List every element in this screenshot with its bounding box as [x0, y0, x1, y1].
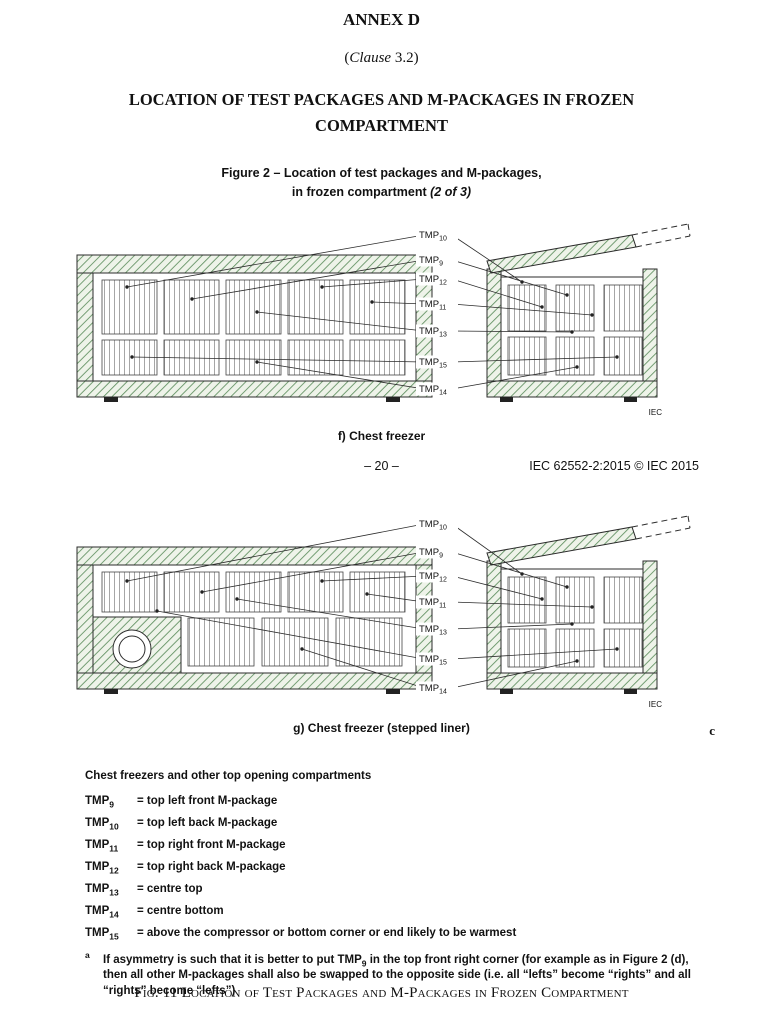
- iec-mark: IEC: [648, 700, 662, 709]
- tmp-label: TMP12: [419, 571, 447, 584]
- leader-dots: [124, 572, 619, 663]
- tmp-label: TMP14: [85, 904, 119, 920]
- right-cabinet-packages: [507, 284, 642, 376]
- left-cabinet-feet: [103, 397, 400, 403]
- clause-number: 3.2): [391, 50, 419, 66]
- legend-item-text: = top left back M-package: [137, 817, 278, 830]
- diagram-g-container: TMP10 TMP9 TMP12 TMP11 TMP13 TMP15 TMP14…: [0, 499, 763, 719]
- legend-item-text: = top right back M-package: [137, 861, 286, 874]
- tmp-label: TMP10: [419, 230, 447, 243]
- legend-footnote: a If asymmetry is such that it is better…: [85, 949, 693, 1000]
- tmp-labels: TMP10 TMP9 TMP12 TMP11 TMP13 TMP15 TMP14: [415, 517, 458, 696]
- tmp-label: TMP11: [419, 597, 446, 610]
- stray-letter: c: [709, 723, 715, 739]
- page-number: – 20 –: [364, 459, 399, 474]
- tmp-label: TMP14: [419, 683, 447, 696]
- annex-title: ANNEX D: [343, 10, 420, 29]
- legend-heading: Chest freezers and other top opening com…: [85, 770, 372, 783]
- caption-f: f) Chest freezer: [337, 429, 426, 444]
- right-cabinet-feet: [499, 689, 637, 695]
- leader-lines: [126, 523, 617, 689]
- tmp-label: TMP14: [419, 384, 447, 397]
- chest-freezer-diagram-f: TMP10 TMP9 TMP12 TMP11 TMP13 TMP15 TMP14…: [76, 223, 690, 417]
- figure-title-line1: Figure 2 – Location of test packages and…: [221, 165, 542, 180]
- left-cabinet-packages: [101, 571, 405, 667]
- legend-item: TMP14 = centre bottom: [85, 904, 693, 919]
- legend-item: TMP12 = top right back M-package: [85, 860, 693, 875]
- tmp-label: TMP11: [419, 299, 446, 312]
- tmp-labels: TMP10 TMP9 TMP12 TMP11 TMP13 TMP15 TMP14: [415, 228, 458, 397]
- tmp-label: TMP12: [85, 861, 119, 876]
- tmp-label: TMP12: [419, 274, 447, 287]
- legend-item: TMP9 = top left front M-package: [85, 794, 693, 809]
- footnote-marker: a: [85, 949, 90, 960]
- chest-freezer-diagram-g: TMP10 TMP9 TMP12 TMP11 TMP13 TMP15 TMP14…: [76, 515, 690, 709]
- tmp-label: TMP10: [85, 817, 119, 832]
- caption-g: g) Chest freezer (stepped liner) c: [293, 721, 715, 739]
- tmp-label: TMP15: [419, 357, 447, 370]
- left-cabinet-feet: [103, 689, 400, 695]
- tmp-label: TMP11: [85, 839, 119, 854]
- iec-mark: IEC: [648, 408, 662, 417]
- leader-lines: [126, 234, 617, 390]
- document-reference: IEC 62552-2:2015 © IEC 2015: [529, 459, 699, 474]
- clause-open: (: [344, 50, 350, 66]
- clause-line: (Clause 3.2): [0, 50, 763, 67]
- legend-item: TMP11 = top right front M-package: [85, 838, 693, 853]
- compressor-icon: [118, 635, 145, 663]
- figure-title: Figure 2 – Location of test packages and…: [0, 164, 763, 202]
- legend-item-text: = top left front M-package: [137, 795, 278, 808]
- legend-item-text: = centre top: [137, 882, 203, 895]
- leader-dots: [124, 280, 619, 369]
- tmp-label: TMP9: [419, 255, 443, 268]
- page-title: LOCATION OF TEST PACKAGES AND M-PACKAGES…: [128, 90, 635, 136]
- legend-block: Chest freezers and other top opening com…: [85, 769, 693, 1009]
- open-lid: [485, 515, 690, 566]
- footnote-text: If asymmetry is such that it is better t…: [103, 953, 691, 997]
- open-lid: [485, 223, 690, 274]
- tmp-label: TMP10: [419, 519, 447, 532]
- figure-11-caption: Fig. 11 Location of Test Packages and M-…: [134, 985, 629, 1001]
- legend-item-text: = top right front M-package: [137, 839, 286, 852]
- tmp-label: TMP9: [85, 795, 115, 810]
- legend-item: TMP13 = centre top: [85, 882, 693, 897]
- tmp-label: TMP15: [419, 654, 447, 667]
- legend-item: TMP10 = top left back M-package: [85, 816, 693, 831]
- tmp-label: TMP13: [419, 624, 447, 637]
- clause-word: Clause: [349, 50, 392, 66]
- legend-item: TMP15 = above the compressor or bottom c…: [85, 926, 693, 941]
- legend-item-text: = above the compressor or bottom corner …: [137, 926, 517, 939]
- diagram-f-container: TMP10 TMP9 TMP12 TMP11 TMP13 TMP15 TMP14…: [0, 207, 763, 427]
- page-header-line: – 20 – IEC 62552-2:2015 © IEC 2015: [0, 459, 763, 477]
- figure-title-line2: in frozen compartment (2 of 3): [291, 184, 472, 199]
- tmp-label: TMP15: [85, 926, 119, 942]
- right-cabinet-packages: [507, 576, 642, 668]
- legend-item-text: = centre bottom: [137, 904, 224, 917]
- tmp-label: TMP13: [419, 326, 447, 339]
- right-cabinet-feet: [499, 397, 637, 403]
- tmp-label: TMP13: [85, 882, 119, 898]
- tmp-label: TMP9: [419, 547, 443, 560]
